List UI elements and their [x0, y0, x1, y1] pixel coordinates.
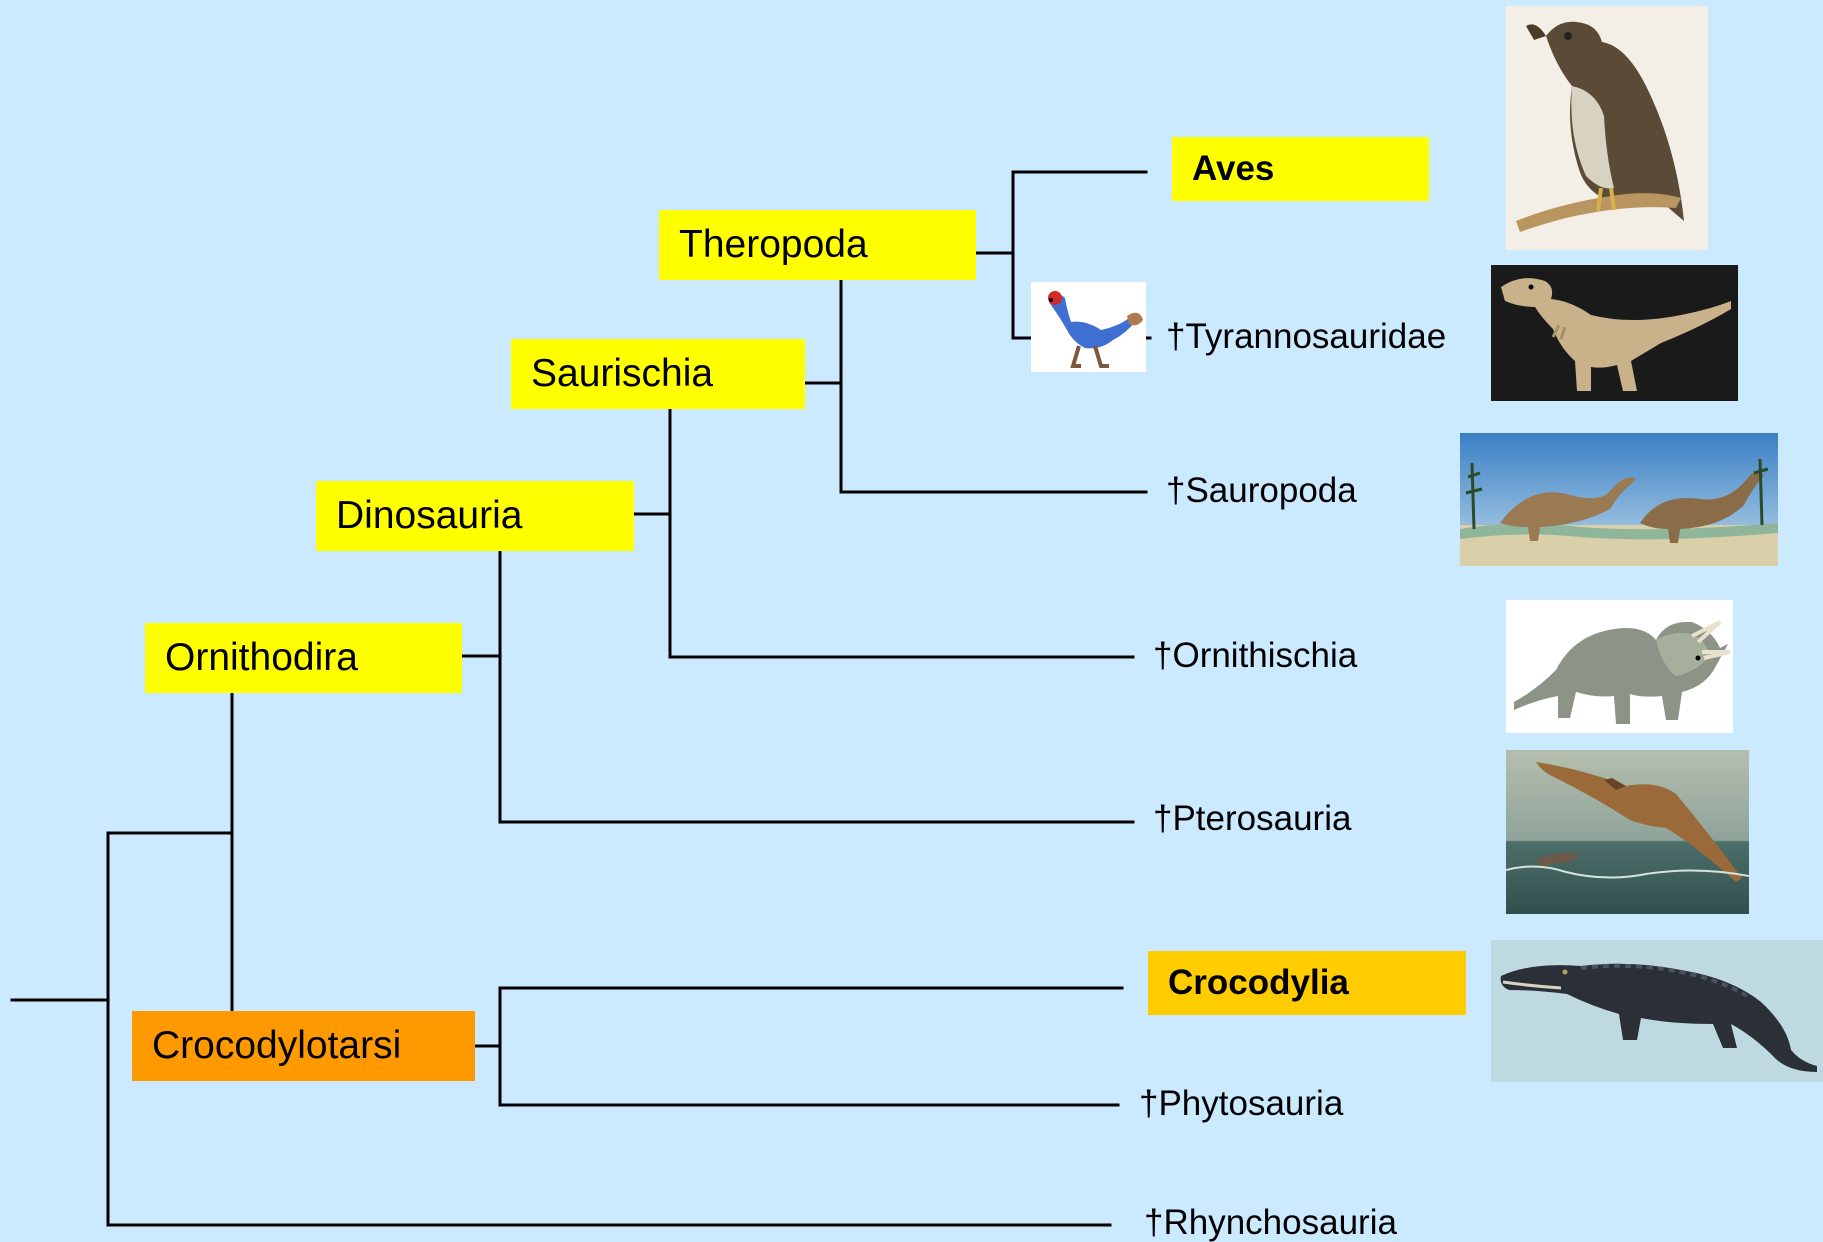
taxon-ornithischia: †Ornithischia [1153, 636, 1358, 675]
hawk-illustration [1506, 6, 1708, 250]
clade-dinosauria: Dinosauria [316, 481, 634, 551]
crocodile-illustration [1491, 940, 1823, 1082]
triceratops-illustration [1506, 600, 1733, 733]
clade-theropoda: Theropoda [659, 210, 976, 280]
clade-ornithodira: Ornithodira [145, 623, 462, 693]
clade-saurischia: Saurischia [511, 339, 805, 409]
taxon-rhynchosauria: †Rhynchosauria [1144, 1203, 1397, 1242]
clade-crocodylotarsi-label: Crocodylotarsi [152, 1024, 402, 1067]
clade-dinosauria-label: Dinosauria [336, 494, 523, 537]
feathered-dinosaur-illustration [1031, 282, 1146, 372]
taxon-crocodylia: Crocodylia [1148, 951, 1466, 1015]
clade-saurischia-label: Saurischia [531, 352, 714, 395]
taxon-sauropoda: †Sauropoda [1166, 471, 1357, 510]
taxon-phytosauria: †Phytosauria [1139, 1084, 1344, 1123]
taxon-pterosauria: †Pterosauria [1153, 799, 1352, 838]
tyrannosaurus-illustration [1491, 265, 1738, 401]
taxon-aves: Aves [1172, 137, 1429, 201]
clade-ornithodira-label: Ornithodira [165, 636, 358, 679]
taxon-aves-label: Aves [1192, 149, 1275, 188]
sauropod-scene-illustration [1460, 433, 1778, 566]
taxon-crocodylia-label: Crocodylia [1168, 963, 1349, 1002]
taxon-tyrannosauridae: †Tyrannosauridae [1166, 317, 1447, 356]
clade-theropoda-label: Theropoda [679, 223, 868, 266]
pterosaur-illustration [1506, 750, 1749, 914]
clade-crocodylotarsi: Crocodylotarsi [132, 1011, 475, 1081]
